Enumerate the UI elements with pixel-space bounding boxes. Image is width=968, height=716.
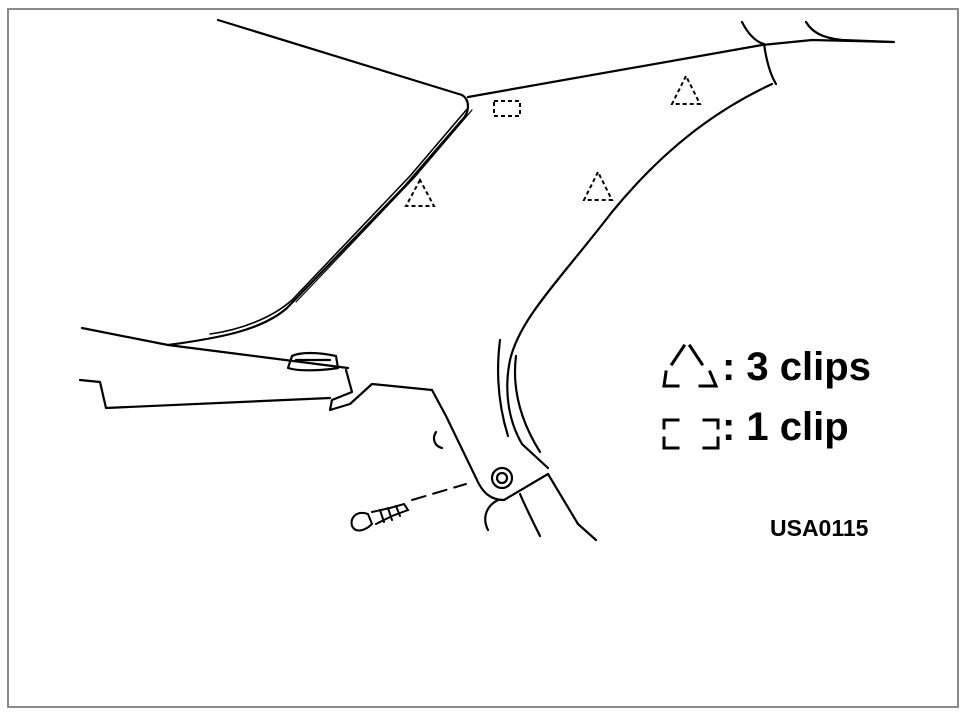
bolt	[350, 483, 467, 532]
pillar-rear-edge	[496, 82, 774, 470]
triangle-clip-marker-1	[670, 73, 702, 105]
triangle-clip-marker-3	[404, 177, 436, 207]
figure-code: USA0115	[770, 515, 869, 541]
square-clip-marker	[493, 100, 521, 117]
dashed-triangle-clip-icon	[662, 343, 719, 388]
legend-square-label: : 1 clip	[722, 405, 849, 449]
legend-triangle-label: : 3 clips	[722, 345, 871, 389]
top-rail	[466, 20, 896, 99]
figure-frame	[7, 8, 959, 708]
dashed-square-clip-icon	[662, 418, 720, 450]
clip-markers	[404, 73, 702, 207]
triangle-clip-marker-2	[582, 169, 614, 201]
lower-sill-panel	[78, 326, 434, 412]
bolt-hole	[490, 466, 514, 490]
upper-window-edge	[216, 18, 464, 97]
pillar-front-molding	[166, 93, 473, 347]
lower-bracket	[430, 388, 598, 542]
